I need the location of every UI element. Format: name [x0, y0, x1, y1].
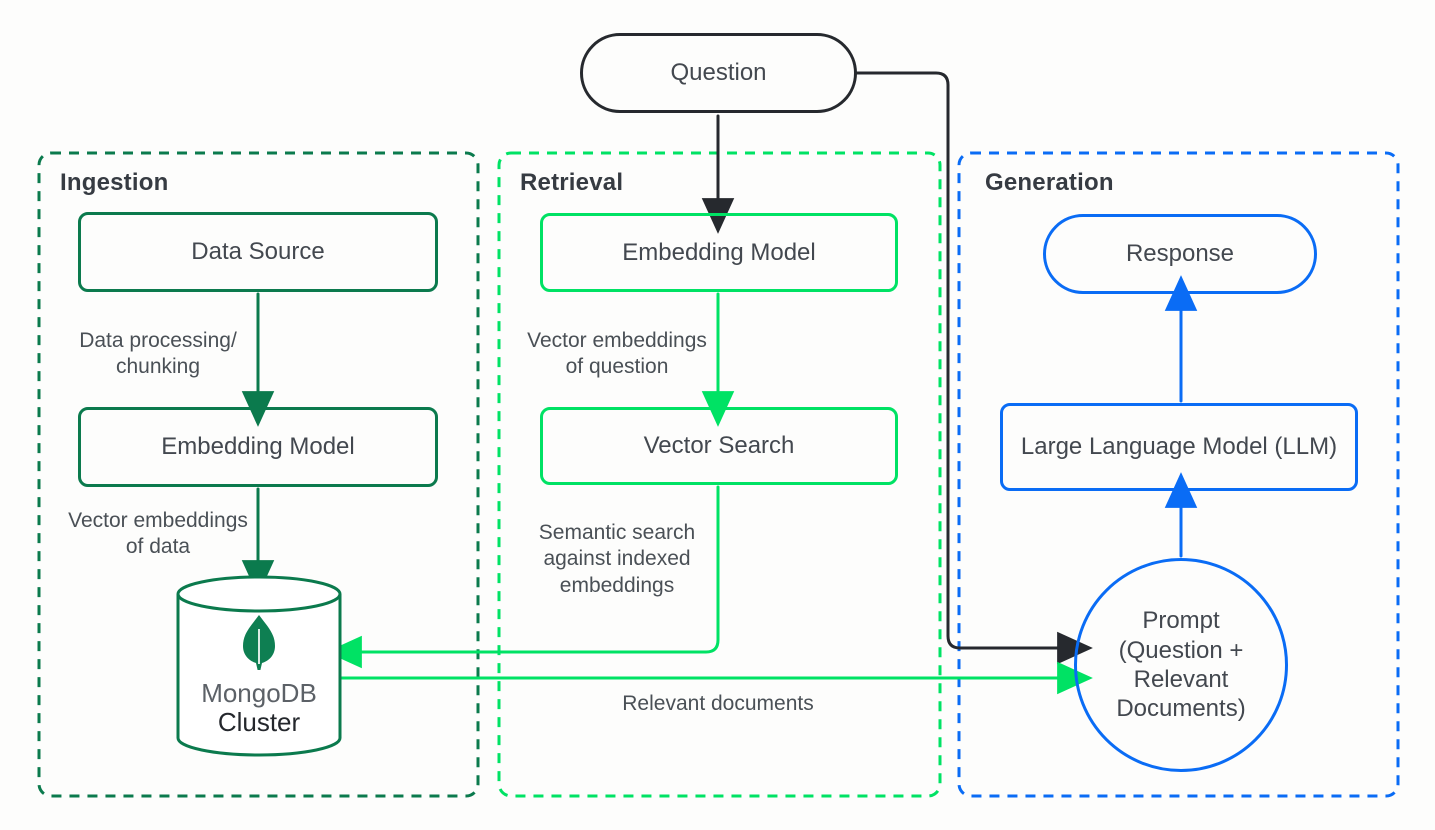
generation-section-frame — [957, 151, 1400, 798]
relevant-documents-label: Relevant documents — [622, 692, 814, 715]
llm-node: Large Language Model (LLM) — [1000, 403, 1358, 491]
retrieval-embedding-model-node: Embedding Model — [540, 213, 898, 292]
ingestion-embedding-model-node: Embedding Model — [78, 407, 438, 487]
ingestion-section-title: Ingestion — [60, 169, 169, 196]
mongodb-cluster-label-line1: MongoDB — [201, 678, 317, 708]
mongodb-leaf-icon — [243, 615, 275, 670]
ingestion-section-frame — [37, 151, 480, 798]
mongodb-cluster-label-line2: Cluster — [217, 707, 301, 737]
database-cylinder — [176, 575, 342, 757]
arrow-vectorsearch-to-cluster — [326, 485, 720, 669]
vector-embeddings-of-question-label: Vector embeddings of question — [527, 329, 707, 379]
retrieval-section-title: Retrieval — [520, 169, 624, 196]
vector-embeddings-of-data-label: Vector embeddings of data — [68, 509, 248, 559]
data-processing-label: Data processing/ chunking — [79, 329, 237, 379]
retrieval-section-frame — [497, 151, 942, 798]
vector-search-node: Vector Search — [540, 407, 898, 485]
semantic-search-label: Semantic search against indexed embeddin… — [538, 521, 696, 597]
question-node: Question — [580, 33, 857, 113]
data-source-node: Data Source — [78, 212, 438, 292]
response-node: Response — [1043, 214, 1317, 294]
generation-section-title: Generation — [985, 169, 1114, 196]
prompt-node: Prompt (Question + Relevant Documents) — [1074, 558, 1288, 772]
arrow-question-to-prompt — [855, 71, 1093, 665]
